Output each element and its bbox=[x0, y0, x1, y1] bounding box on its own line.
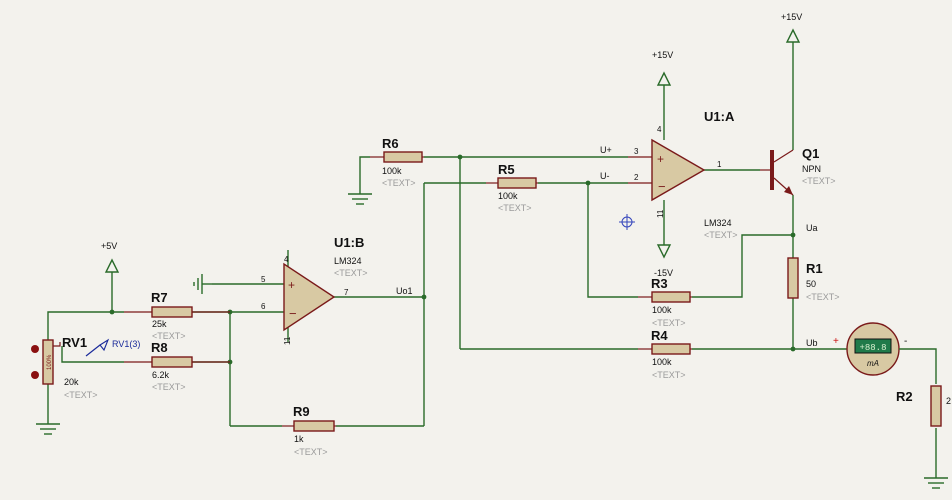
r8-value: 6.2k bbox=[152, 370, 170, 380]
r6-value: 100k bbox=[382, 166, 402, 176]
resistor-r9[interactable]: R9 1k <TEXT> bbox=[282, 404, 336, 457]
u1a-pin-minus: 2 bbox=[634, 173, 639, 182]
power-label-p5: +5V bbox=[101, 241, 117, 251]
u1a-pin-vn: 11 bbox=[656, 209, 665, 218]
ammeter[interactable]: +88.8 mA + - bbox=[833, 322, 907, 376]
r3-value: 100k bbox=[652, 305, 672, 315]
q1-ref: Q1 bbox=[802, 146, 819, 161]
ground-symbol-rv1 bbox=[36, 423, 60, 435]
u1b-value: LM324 bbox=[334, 256, 362, 266]
transistor-q1[interactable]: Q1 NPN <TEXT> bbox=[760, 146, 836, 196]
net-label-uminus: U- bbox=[600, 171, 610, 181]
u1b-pin-vn: 11 bbox=[283, 336, 292, 345]
r9-ref: R9 bbox=[293, 404, 310, 419]
resistor-r8[interactable]: R8 6.2k <TEXT> bbox=[124, 340, 230, 392]
u1a-value: LM324 bbox=[704, 218, 732, 228]
r1-text: <TEXT> bbox=[806, 292, 840, 302]
r7-value: 25k bbox=[152, 319, 167, 329]
r5-text: <TEXT> bbox=[498, 203, 532, 213]
rv1-value: 20k bbox=[64, 377, 79, 387]
r4-ref: R4 bbox=[651, 328, 668, 343]
resistor-r5[interactable]: R5 100k <TEXT> bbox=[486, 162, 538, 213]
power-plus5: +5V bbox=[101, 241, 120, 273]
r6-text: <TEXT> bbox=[382, 178, 416, 188]
rv1-text: <TEXT> bbox=[64, 390, 98, 400]
r5-value: 100k bbox=[498, 191, 518, 201]
r9-text: <TEXT> bbox=[294, 447, 328, 457]
r8-ref: R8 bbox=[151, 340, 168, 355]
ground-symbol-r6 bbox=[348, 193, 372, 205]
q1-text: <TEXT> bbox=[802, 176, 836, 186]
power-label-p15-opamp: +15V bbox=[652, 50, 673, 60]
u1a-ref: U1:A bbox=[704, 109, 735, 124]
net-label-uplus: U+ bbox=[600, 145, 612, 155]
r6-ref: R6 bbox=[382, 136, 399, 151]
meter-plus: + bbox=[833, 336, 839, 347]
u1a-pin-plus: 3 bbox=[634, 147, 639, 156]
r3-ref: R3 bbox=[651, 276, 668, 291]
resistor-r1[interactable]: R1 50 <TEXT> bbox=[787, 257, 840, 302]
resistor-r3[interactable]: R3 100k <TEXT> bbox=[638, 276, 692, 328]
u1b-pin-out: 7 bbox=[344, 288, 349, 297]
r7-text: <TEXT> bbox=[152, 331, 186, 341]
r9-value: 1k bbox=[294, 434, 304, 444]
svg-text:−: − bbox=[289, 306, 297, 321]
meter-unit: mA bbox=[867, 359, 879, 368]
r7-ref: R7 bbox=[151, 290, 168, 305]
resistor-r4[interactable]: R4 100k <TEXT> bbox=[638, 328, 692, 380]
net-label-ub: Ub bbox=[806, 338, 818, 348]
power-plus15-opamp: +15V bbox=[652, 50, 673, 86]
power-minus15: -15V bbox=[654, 244, 673, 278]
u1a-text: <TEXT> bbox=[704, 230, 738, 240]
resistor-r2[interactable]: R2 2 bbox=[896, 385, 951, 427]
q1-type: NPN bbox=[802, 164, 821, 174]
power-plus15-top: +15V bbox=[781, 12, 802, 43]
r5-ref: R5 bbox=[498, 162, 515, 177]
r1-value: 50 bbox=[806, 279, 816, 289]
probe-label: RV1(3) bbox=[112, 339, 140, 349]
net-label-uo1: Uo1 bbox=[396, 286, 413, 296]
u1b-pin-plus: 5 bbox=[261, 275, 266, 284]
junction-dots bbox=[109, 154, 796, 365]
ground-symbol-u1b bbox=[193, 274, 212, 294]
power-label-p15-top: +15V bbox=[781, 12, 802, 22]
u1a-pin-out: 1 bbox=[717, 160, 722, 169]
r4-text: <TEXT> bbox=[652, 370, 686, 380]
power-label-m15: -15V bbox=[654, 268, 673, 278]
ground-symbol-r2 bbox=[924, 477, 948, 489]
opamp-u1b[interactable]: + − 5 6 7 4 11 U1:B LM324 <TEXT> bbox=[261, 235, 368, 345]
u1b-pin-minus: 6 bbox=[261, 302, 266, 311]
r8-text: <TEXT> bbox=[152, 382, 186, 392]
u1b-text: <TEXT> bbox=[334, 268, 368, 278]
svg-text:−: − bbox=[658, 179, 666, 194]
u1b-ref: U1:B bbox=[334, 235, 364, 250]
u1a-pin-vp: 4 bbox=[657, 125, 662, 134]
r1-ref: R1 bbox=[806, 261, 823, 276]
opamp-u1a[interactable]: + − 3 2 1 4 11 U1:A LM324 <TEXT> bbox=[628, 109, 738, 240]
net-label-ua: Ua bbox=[806, 223, 818, 233]
meter-minus: - bbox=[904, 336, 907, 347]
r3-text: <TEXT> bbox=[652, 318, 686, 328]
r2-value: 2 bbox=[946, 396, 951, 406]
resistor-r7[interactable]: R7 25k <TEXT> bbox=[124, 290, 230, 341]
rv1-body-text: 100% bbox=[47, 354, 53, 370]
svg-text:+: + bbox=[288, 278, 295, 292]
resistor-r6[interactable]: R6 100k <TEXT> bbox=[370, 136, 424, 188]
r2-ref: R2 bbox=[896, 389, 913, 404]
meter-display: +88.8 bbox=[859, 343, 886, 353]
r4-value: 100k bbox=[652, 357, 672, 367]
potentiometer-rv1[interactable]: 100% RV1 20k <TEXT> bbox=[31, 335, 98, 400]
crosshair-cursor-icon bbox=[619, 214, 635, 230]
rv1-ref: RV1 bbox=[62, 335, 87, 350]
voltage-probe[interactable]: RV1(3) bbox=[85, 338, 140, 357]
rv1-increase-control[interactable] bbox=[31, 345, 39, 353]
rv1-decrease-control[interactable] bbox=[31, 371, 39, 379]
u1b-pin-vp: 4 bbox=[284, 255, 289, 264]
wires bbox=[47, 42, 937, 478]
svg-text:+: + bbox=[657, 152, 664, 166]
